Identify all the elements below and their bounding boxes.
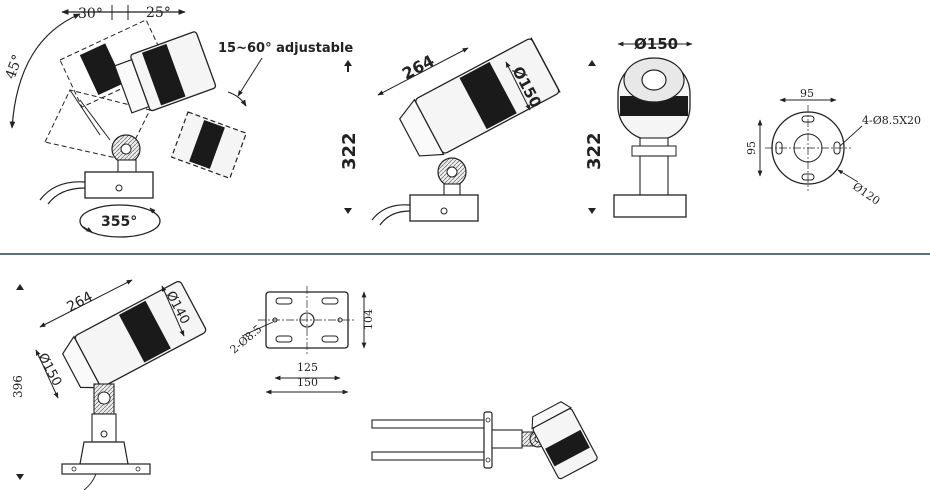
bottom-diameter-back-label: Ø150 bbox=[34, 351, 64, 389]
side-height-label: 322 bbox=[339, 132, 360, 170]
plate-holes-label: 2-Ø8.5 bbox=[228, 322, 265, 356]
bottom-plate-side bbox=[61, 463, 151, 475]
plate-height-label: 104 bbox=[362, 309, 375, 330]
front-diameter-label: Ø150 bbox=[634, 35, 678, 53]
base-width-label: 95 bbox=[800, 87, 814, 100]
base-diameter-label: Ø120 bbox=[850, 180, 882, 208]
adjustable-label: 15~60° adjustable bbox=[218, 41, 353, 56]
front-height-label: 322 bbox=[584, 132, 605, 170]
spike-housing bbox=[531, 401, 598, 480]
plate-inner-width-label: 125 bbox=[297, 361, 318, 374]
side-length-label: 264 bbox=[399, 51, 437, 83]
bottom-length-label: 264 bbox=[64, 289, 95, 316]
base-circle-view: 95 95 4-Ø8.5X20 Ø120 bbox=[745, 87, 921, 208]
bottom-side-view: 264 Ø140 Ø150 396 bbox=[11, 279, 207, 490]
adjustment-view: 45° 30° 25° 1 bbox=[3, 5, 353, 238]
rotation-label: 355° bbox=[101, 214, 137, 230]
rotation-ellipse bbox=[79, 204, 161, 238]
angle-45-label: 45° bbox=[3, 53, 27, 82]
side-view: 264 Ø150 322 bbox=[339, 37, 561, 226]
tilt-arc-45 bbox=[9, 13, 81, 129]
bottom-height-label: 396 bbox=[11, 375, 25, 398]
front-view: Ø150 322 bbox=[584, 35, 693, 218]
angle-30-label: 30° bbox=[78, 6, 103, 22]
base-holes-label: 4-Ø8.5X20 bbox=[862, 114, 921, 127]
plate-outer-width-label: 150 bbox=[297, 376, 318, 389]
main-housing bbox=[114, 31, 217, 114]
tilted-housing bbox=[170, 111, 248, 180]
mounting-plate-view: 2-Ø8.5 104 125 150 bbox=[228, 286, 375, 395]
angle-25-label: 25° bbox=[146, 5, 171, 21]
base-height-label: 95 bbox=[745, 141, 758, 155]
cable bbox=[39, 181, 86, 201]
spike-mount-view bbox=[371, 401, 598, 480]
